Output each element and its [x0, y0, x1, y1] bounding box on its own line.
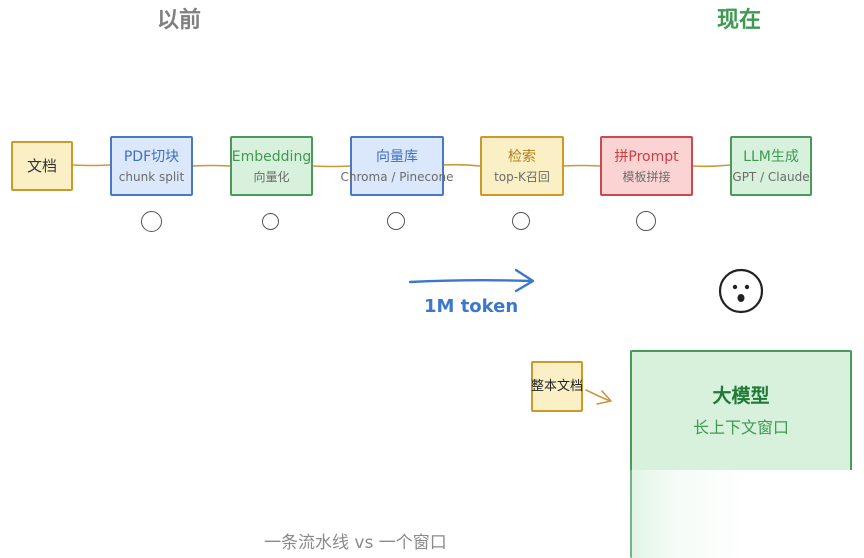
step-title: PDF切块	[123, 148, 180, 165]
connector-2	[192, 164, 231, 167]
step-status-circle	[387, 212, 405, 230]
step-status-circle	[636, 211, 656, 231]
model-title: 大模型	[712, 385, 770, 407]
step-title: Embedding	[231, 148, 312, 165]
pipeline-step-llm: LLM生成 GPT / Claude	[730, 136, 812, 196]
step-title: LLM生成	[743, 148, 799, 165]
step-subtitle: 向量化	[253, 169, 290, 184]
step-status-circle	[512, 212, 530, 230]
pipeline-step-retrieval: 检索 top-K召回	[480, 136, 564, 196]
step-status-circle	[262, 213, 279, 230]
step-subtitle: GPT / Claude	[732, 169, 810, 184]
caption: 一条流水线 vs 一个窗口	[264, 533, 447, 553]
step-title: 文档	[26, 157, 57, 175]
step-subtitle: chunk split	[118, 169, 185, 184]
step-title: 检索	[508, 148, 536, 165]
arrow-1m-shaft	[408, 279, 534, 284]
connector-3	[312, 165, 351, 168]
pipeline-step-embedding: Embedding 向量化	[230, 136, 313, 196]
pipeline-step-vector-db: 向量库 Chroma / Pinecone	[341, 136, 453, 196]
heading-now: 现在	[717, 8, 762, 33]
pipeline-step-prompt: 拼Prompt 模板拼接	[600, 136, 693, 196]
arrow-1m-head	[514, 268, 535, 293]
model-box: 大模型 长上下文窗口	[630, 350, 852, 558]
step-subtitle: 模板拼接	[622, 169, 671, 184]
step-title: 向量库	[376, 148, 418, 165]
arrow-doc-shaft	[585, 389, 611, 402]
pipeline-step-pdf-split: PDF切块 chunk split	[110, 136, 193, 196]
arrow-label: 1M token	[424, 296, 519, 317]
model-subtitle: 长上下文窗口	[692, 418, 789, 437]
connector-5	[563, 164, 601, 167]
step-subtitle: Chroma / Pinecone	[340, 169, 454, 184]
whole-document-box: 整本文档	[531, 361, 583, 412]
step-title: 拼Prompt	[614, 148, 679, 165]
whole-document-label: 整本文档	[531, 378, 584, 394]
connector-6	[692, 164, 731, 168]
arrow-doc-head	[596, 390, 612, 405]
connector-4	[443, 163, 481, 167]
step-subtitle: top-K召回	[494, 169, 550, 184]
connector-1	[72, 164, 111, 167]
heading-before: 以前	[157, 8, 202, 33]
step-status-circle	[141, 211, 162, 232]
face-icon	[718, 268, 764, 314]
pipeline-step-document: 文档	[11, 141, 73, 191]
